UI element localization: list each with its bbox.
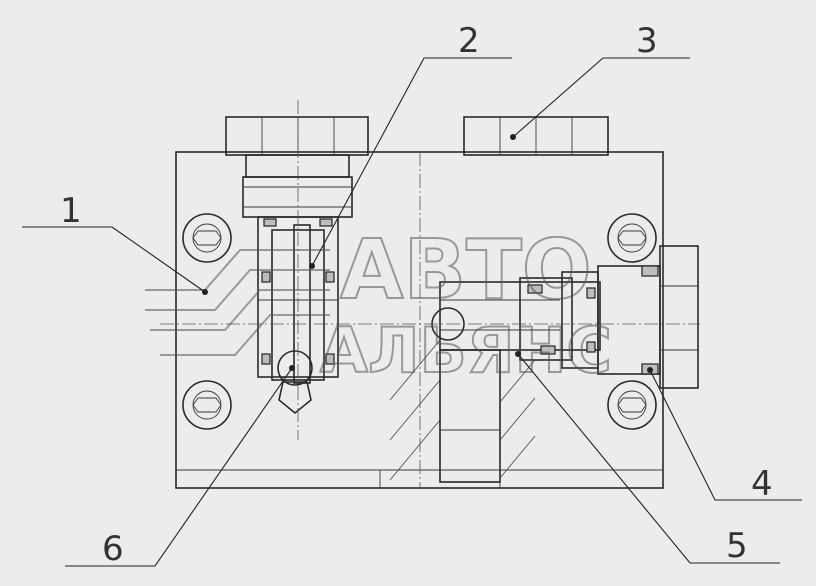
leader-lines [22,57,802,567]
mount-hole-top-left [182,213,232,263]
mount-hole-bottom-right [607,380,657,430]
mount-hole-bottom-left [182,380,232,430]
watermark-line-1: АВТО [340,223,592,318]
lower-channel [389,339,536,483]
callout-1: 1 [60,191,82,231]
callout-5: 5 [726,526,748,566]
watermark-line-2: АЛЬЯНС [320,314,612,387]
valve-body [175,151,664,489]
right-cover [597,245,699,389]
watermark-logo: АВТО АЛЬЯНС [145,222,613,388]
callout-6: 6 [102,529,124,569]
vertical-spool [257,216,339,415]
callout-3: 3 [636,21,658,61]
callout-2: 2 [458,21,480,61]
horizontal-bore [431,271,601,369]
right-hex-plug [463,116,609,156]
callout-4: 4 [751,464,773,504]
mount-hole-top-right [607,213,657,263]
